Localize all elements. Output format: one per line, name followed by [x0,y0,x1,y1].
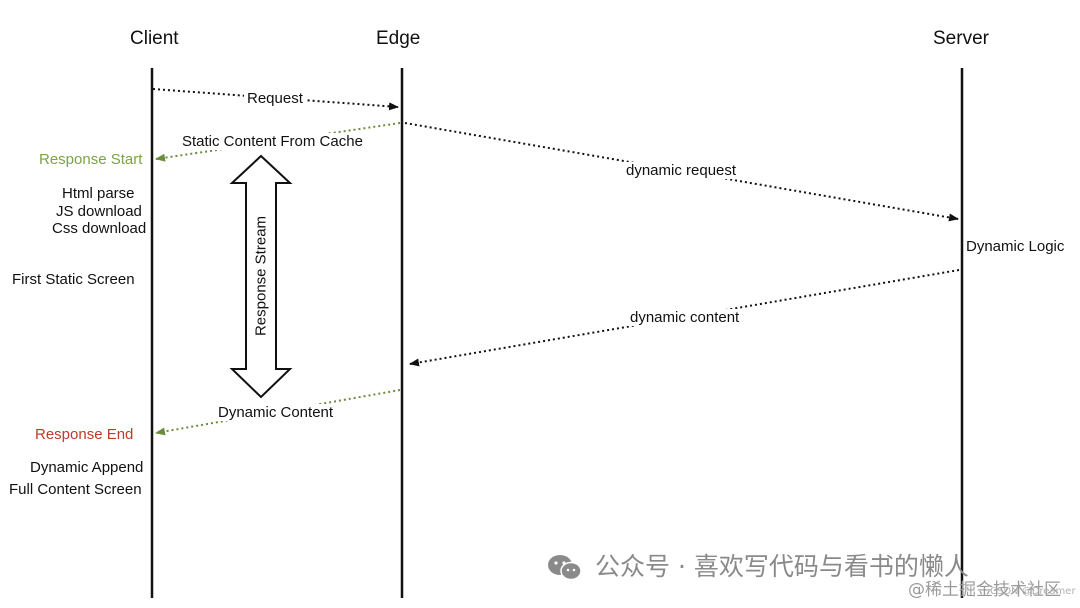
juejin-watermark: @稀土掘金技术社区 [908,580,1061,600]
msg-dynamic-request-label: dynamic request [623,162,740,179]
actor-server: Server [933,28,989,49]
msg-dynamic-content-edge-label: Dynamic Content [215,404,337,421]
dynamic-content-edge-arrow [155,389,401,436]
msg-dynamic-content-server-label: dynamic content [627,309,743,326]
event-dynamic-logic: Dynamic Logic [966,238,1065,255]
actor-edge: Edge [376,28,421,49]
event-first-static-screen: First Static Screen [12,271,135,288]
event-css-download: Css download [52,220,147,237]
response-stream-label: Response Stream [253,216,270,336]
event-response-start: Response Start [39,151,143,168]
actor-client: Client [130,28,179,49]
wechat-watermark: 公众号 · 喜欢写代码与看书的懒人 [595,552,969,581]
event-response-end: Response End [35,426,134,443]
wechat-icon [548,555,582,581]
response-stream-double-arrow [229,154,293,399]
event-html-parse: Html parse [62,185,135,202]
request-arrow [152,88,399,111]
msg-static-content-label: Static Content From Cache [179,133,366,150]
event-dynamic-append: Dynamic Append [30,459,144,476]
event-full-content-screen: Full Content Screen [9,481,142,498]
csdn-watermark: CSDN @Dreamer [990,586,1076,597]
event-js-download: JS download [56,203,142,220]
static-content-arrow [155,122,401,162]
msg-request-label: Request [244,90,306,107]
